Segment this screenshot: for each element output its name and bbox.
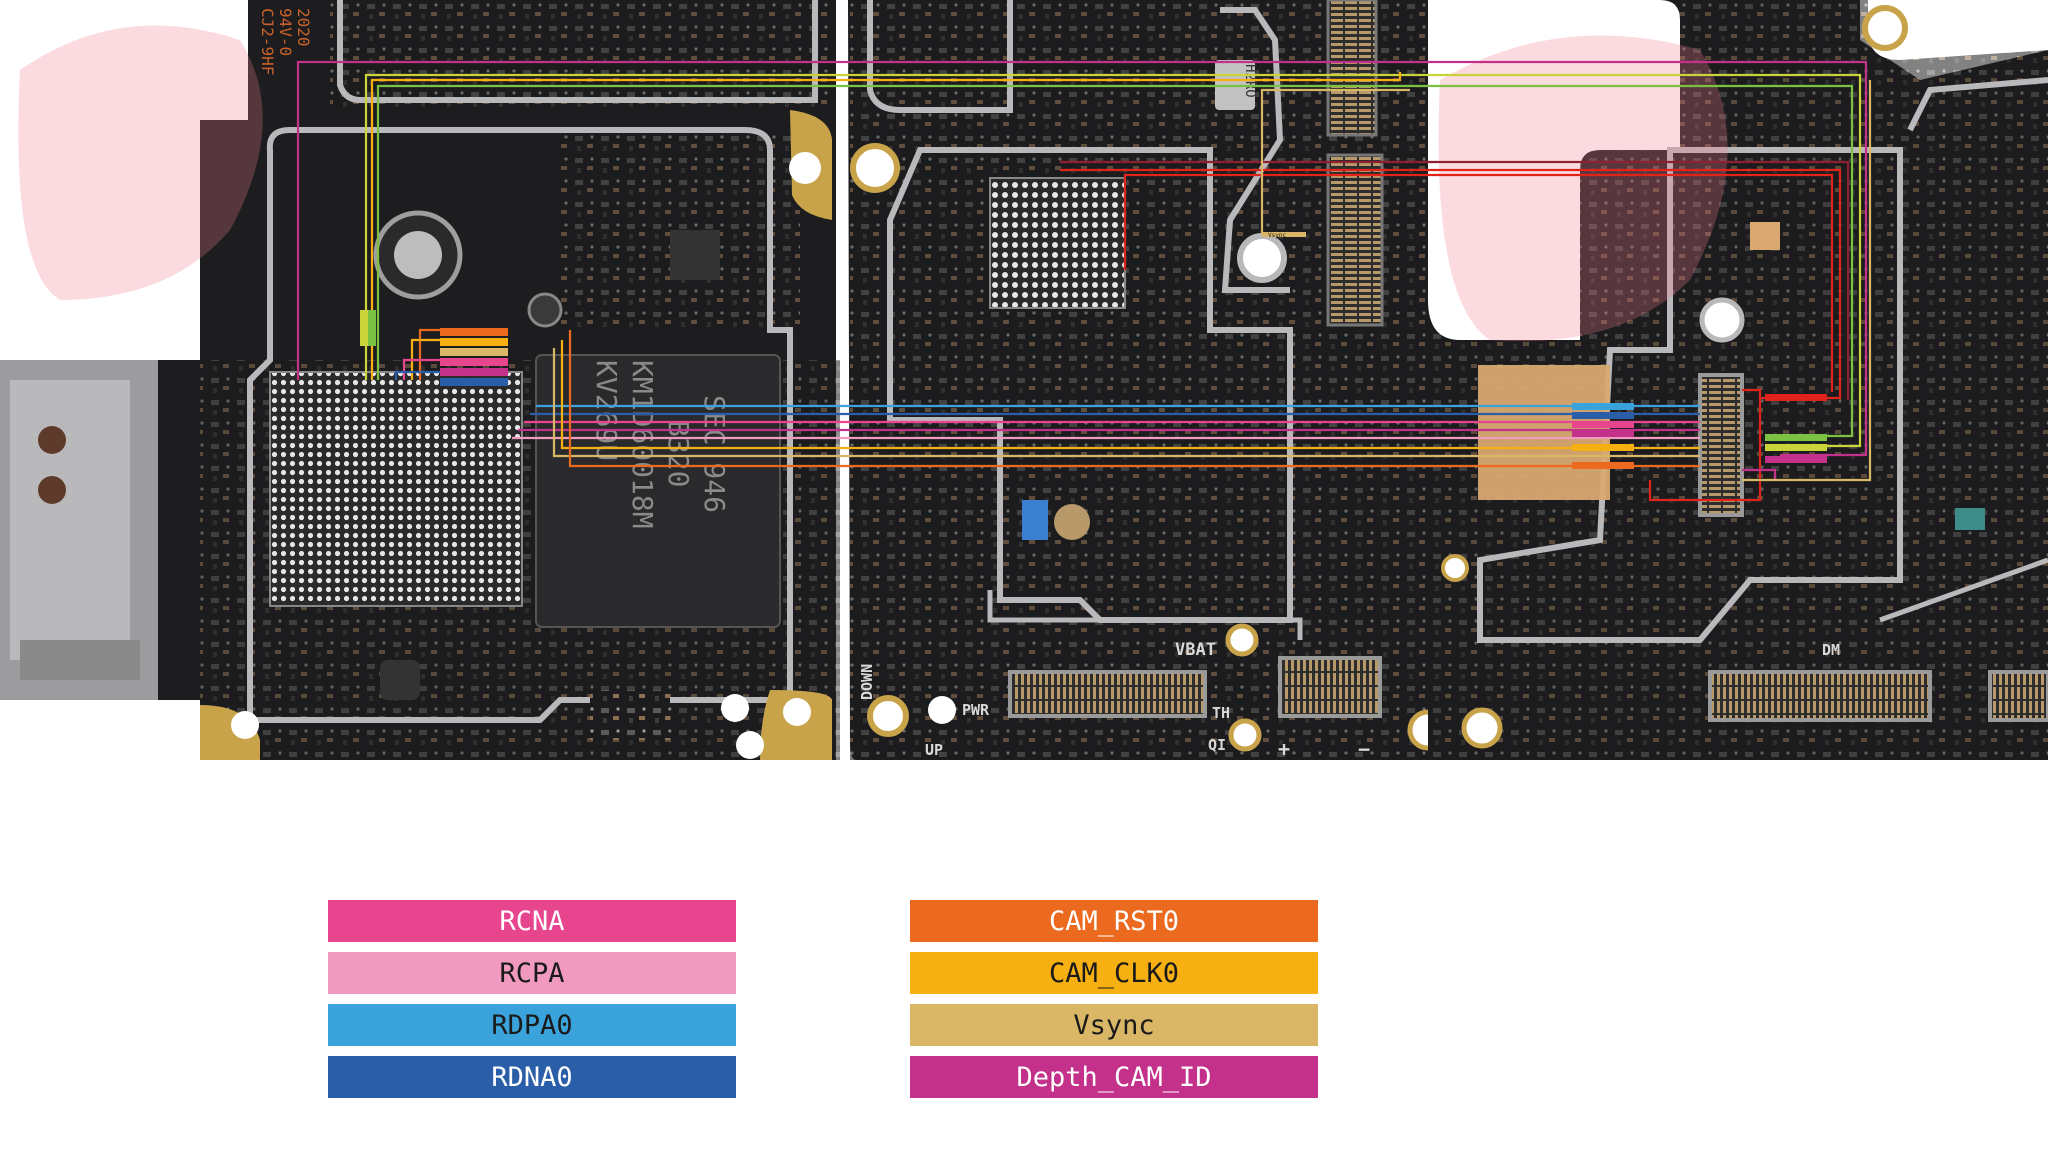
silk-pwr: PWR xyxy=(962,701,990,719)
trace-yellow-17 xyxy=(410,338,440,380)
middle-board: H2RO VBAT PWR TH QI UP DOWN + − xyxy=(848,0,1449,761)
trace-green-3 xyxy=(376,84,1854,438)
legend-rcpa-label: RCPA xyxy=(499,957,565,989)
trace-darkred-4 xyxy=(1060,160,1850,400)
trace-tan-7 xyxy=(1260,88,1410,235)
trace-tan-22 xyxy=(1742,80,1872,482)
chip-marking-2: B320 xyxy=(662,420,695,487)
trace-blue_dark-19 xyxy=(394,370,440,380)
trace-red-20 xyxy=(1648,388,1762,502)
trace-magenta-21 xyxy=(1742,468,1777,480)
legend-cam-rst0: CAM_RST0 xyxy=(910,900,1318,942)
silk-up: UP xyxy=(925,741,943,759)
legend-rdna0-label: RDNA0 xyxy=(491,1061,573,1093)
legend-cam-clk0-label: CAM_CLK0 xyxy=(1048,957,1180,989)
trace-yellow-13 xyxy=(560,340,1700,450)
legend-rdpa0: RDPA0 xyxy=(328,1004,736,1046)
trace-pink_hot-18 xyxy=(402,358,440,380)
board-mark-3: 2020 xyxy=(294,8,313,47)
chip-marking-4: KV269U xyxy=(590,360,623,461)
legend-rcna: RCNA xyxy=(328,900,736,942)
legend-depth-cam-id-label: Depth_CAM_ID xyxy=(1016,1061,1212,1093)
battery-connector xyxy=(1008,670,1207,718)
trace-yellow-2 xyxy=(370,72,1402,380)
soc-bga-chip xyxy=(269,371,523,607)
legend-vsync-label: Vsync xyxy=(1073,1009,1155,1041)
silk-th: TH xyxy=(1212,704,1230,722)
camera-connector xyxy=(1698,373,1744,517)
trace-magenta-0 xyxy=(296,60,1868,457)
left-board: SEC 946 B320 KM1D60018M KV269U CJ2-9HF 9… xyxy=(0,0,840,760)
watermark-logo xyxy=(18,25,1728,342)
signal-traces xyxy=(296,60,1872,502)
legend-depth-cam-id: Depth_CAM_ID xyxy=(910,1056,1318,1098)
silk-qi: QI xyxy=(1208,736,1226,754)
silk-dm: DM xyxy=(1822,641,1840,659)
legend-rcpa: RCPA xyxy=(328,952,736,994)
chip-marking-3: KM1D60018M xyxy=(626,360,659,529)
trace-red-6 xyxy=(1123,173,1834,392)
legend-rdpa0-label: RDPA0 xyxy=(491,1009,573,1041)
silk-vbat: VBAT xyxy=(1175,640,1216,660)
legend-rcna-label: RCNA xyxy=(499,905,565,937)
silk-plus: + xyxy=(1278,737,1290,761)
chip-marking-1: SEC 946 xyxy=(698,395,731,513)
trace-tan-14 xyxy=(552,348,1700,458)
legend-cam-clk0: CAM_CLK0 xyxy=(910,952,1318,994)
board-mark-1: CJ2-9HF xyxy=(258,8,277,75)
tiny-vsync-label: Vsync xyxy=(1268,232,1286,239)
board-mark-2: 94V-0 xyxy=(276,8,295,56)
silk-minus: − xyxy=(1358,737,1370,761)
trace-orange-16 xyxy=(418,328,440,380)
trace-tags: Vsync xyxy=(360,232,1827,469)
trace-orange-15 xyxy=(568,330,1700,468)
legend-vsync: Vsync xyxy=(910,1004,1318,1046)
legend-cam-rst0-label: CAM_RST0 xyxy=(1048,905,1180,937)
legend-rdna0: RDNA0 xyxy=(328,1056,736,1098)
silk-down: DOWN xyxy=(858,664,876,700)
trace-lime-1 xyxy=(364,73,1862,448)
